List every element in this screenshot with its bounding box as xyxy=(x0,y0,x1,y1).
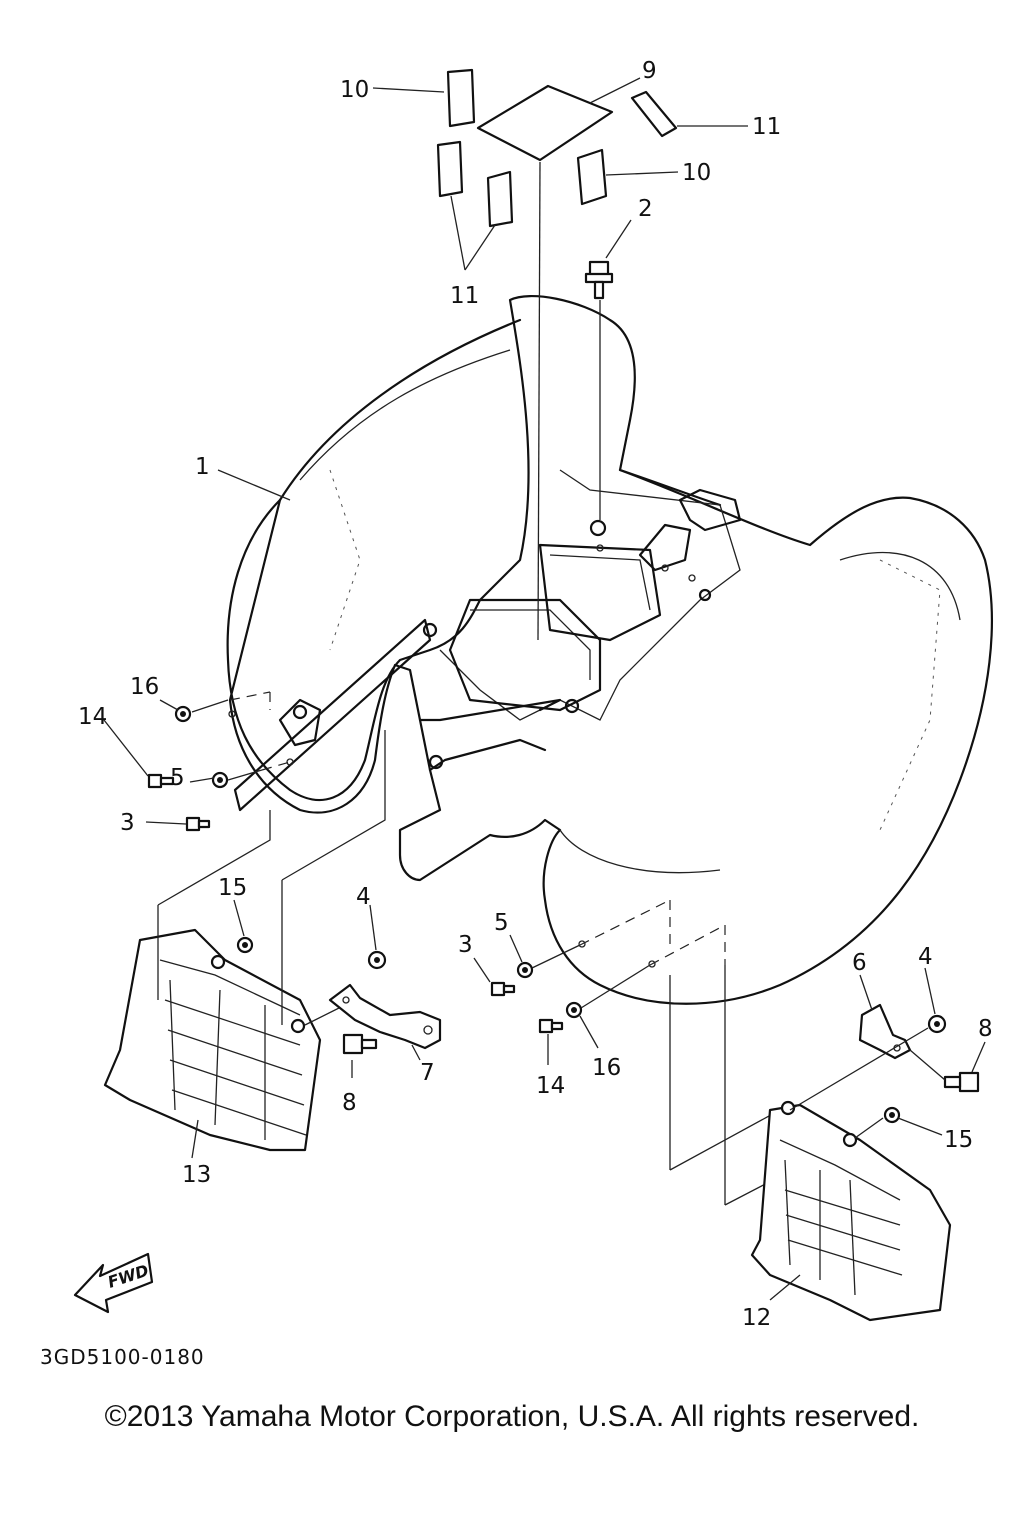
callout-5: 5 xyxy=(170,765,185,791)
part-9-plate xyxy=(476,84,614,162)
callout-1: 1 xyxy=(195,454,210,480)
callout-6: 6 xyxy=(852,950,867,976)
callout-8: 8 xyxy=(978,1016,993,1042)
callout-16: 16 xyxy=(592,1055,621,1081)
centre-fasteners xyxy=(490,899,726,1034)
callout-5: 5 xyxy=(494,910,509,936)
callout-11: 11 xyxy=(752,114,781,140)
callout-leaders xyxy=(103,77,986,1301)
callout-14: 14 xyxy=(536,1073,565,1099)
callout-10: 10 xyxy=(682,160,711,186)
callout-3: 3 xyxy=(458,932,473,958)
callout-4: 4 xyxy=(918,944,933,970)
part-11-pad-left-b xyxy=(486,170,514,228)
callout-15: 15 xyxy=(218,875,247,901)
seat-sticker-set xyxy=(436,68,678,641)
part-10-pad-top-left xyxy=(446,68,476,128)
part-11-pad-left-a xyxy=(436,140,464,198)
part-13-left-mud-flap xyxy=(103,928,322,1152)
callout-12: 12 xyxy=(742,1305,771,1331)
copyright-notice: ©2013 Yamaha Motor Corporation, U.S.A. A… xyxy=(104,1400,920,1433)
part-12-right-mud-flap xyxy=(750,1100,952,1322)
forward-arrow: FWD xyxy=(73,1252,154,1314)
callout-4: 4 xyxy=(356,884,371,910)
part-11-pad-top-right xyxy=(630,90,678,138)
callout-14: 14 xyxy=(78,704,107,730)
rear-fender-body xyxy=(226,294,993,1005)
part-6-bracket xyxy=(789,1003,980,1139)
diagram-part-code: 3GD5100-0180 xyxy=(40,1345,205,1369)
callout-9: 9 xyxy=(642,58,657,84)
callout-2: 2 xyxy=(638,196,653,222)
callout-16: 16 xyxy=(130,674,159,700)
callout-13: 13 xyxy=(182,1162,211,1188)
callout-15: 15 xyxy=(944,1127,973,1153)
callout-11: 11 xyxy=(450,283,479,309)
callout-3: 3 xyxy=(120,810,135,836)
part-7-bracket xyxy=(328,950,442,1055)
callout-7: 7 xyxy=(420,1060,435,1086)
part-10-pad-right xyxy=(576,148,608,206)
callout-8: 8 xyxy=(342,1090,357,1116)
left-assembly-lines xyxy=(157,730,386,1026)
left-fasteners xyxy=(147,691,294,832)
callout-10: 10 xyxy=(340,77,369,103)
callout-labels: 10 9 11 10 11 2 1 16 14 5 3 15 4 8 7 13 … xyxy=(78,58,993,1331)
part-2-bolt xyxy=(584,260,614,520)
